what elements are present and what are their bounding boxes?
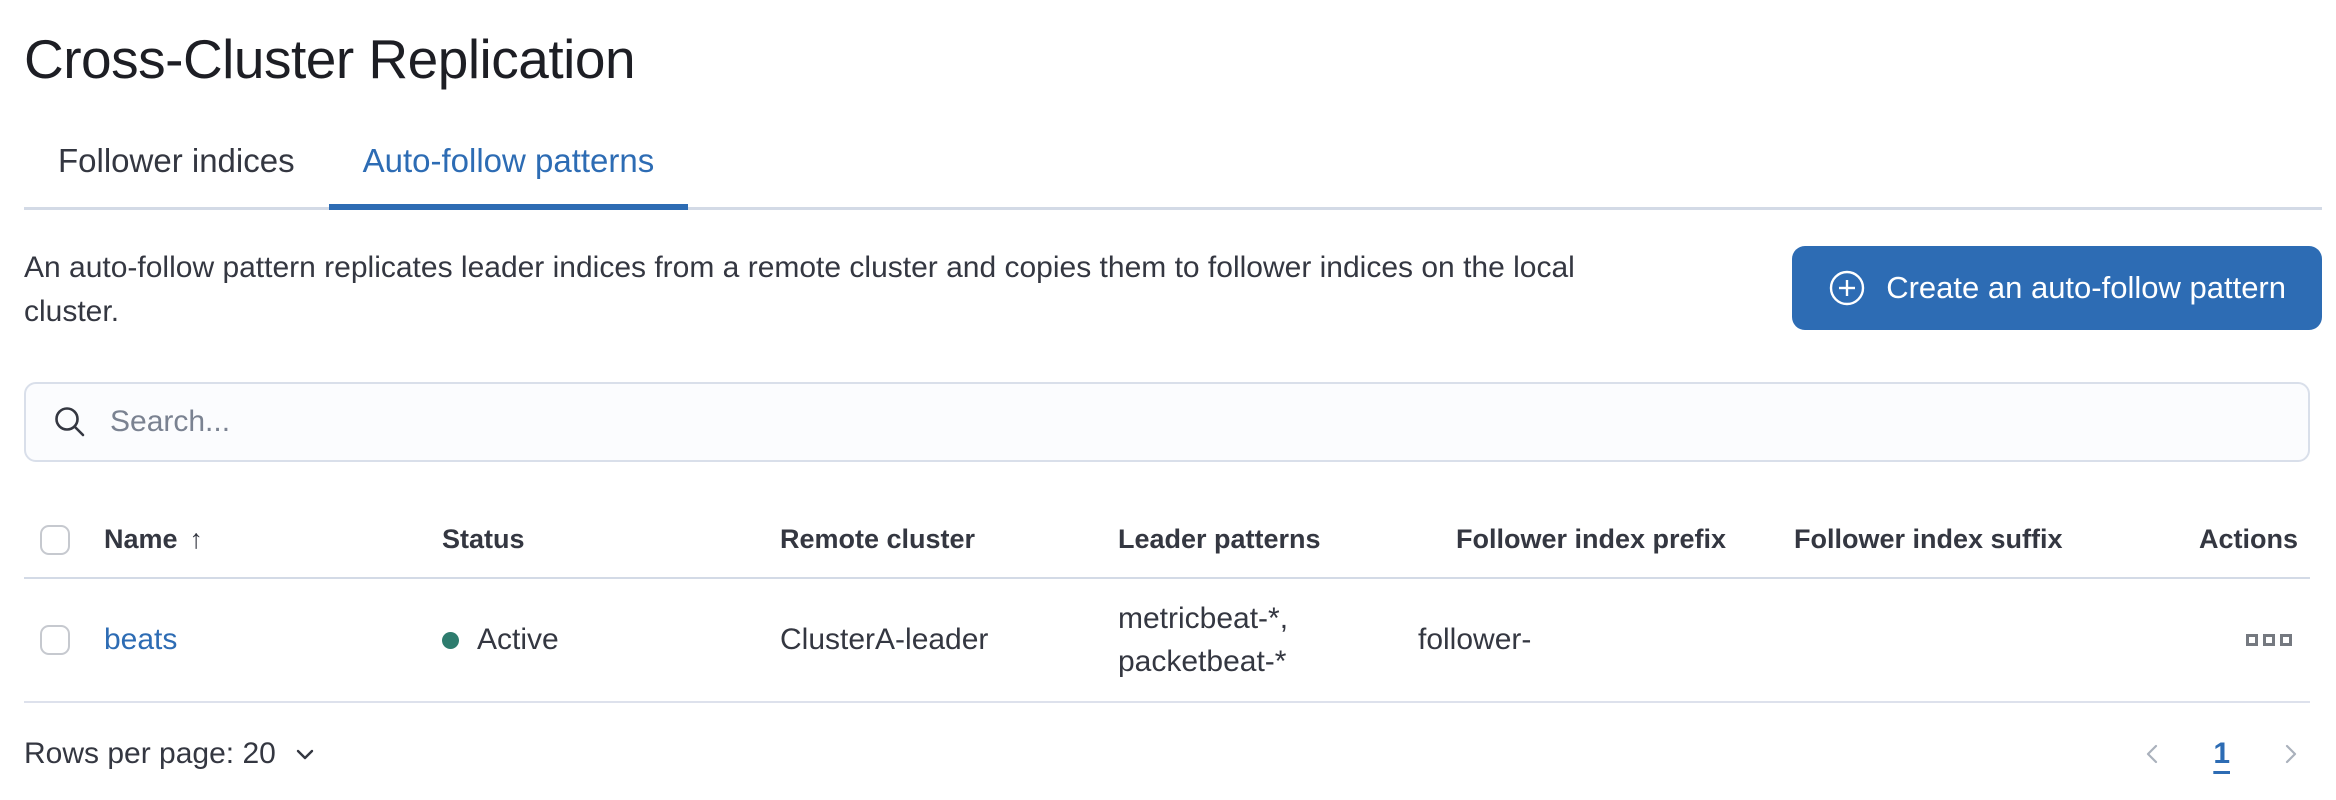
rows-per-page-label: Rows per page: 20 <box>24 737 276 770</box>
column-header-actions: Actions <box>2198 524 2298 554</box>
column-header-remote-cluster: Remote cluster <box>780 524 976 554</box>
column-header-name[interactable]: Name ↑ <box>104 524 442 555</box>
status-cell: Active <box>442 623 780 657</box>
select-row-checkbox[interactable] <box>40 625 70 655</box>
tab-follower-indices[interactable]: Follower indices <box>58 142 295 179</box>
next-page-button[interactable] <box>2276 740 2304 768</box>
row-actions-button[interactable] <box>2240 628 2298 652</box>
table-footer: Rows per page: 20 1 <box>24 737 2310 771</box>
pagination: 1 <box>2139 737 2310 771</box>
column-header-follower-index-suffix: Follower index suffix <box>1794 524 2063 554</box>
select-all-checkbox[interactable] <box>40 524 70 555</box>
column-header-status: Status <box>442 524 525 554</box>
leader-patterns-cell: metricbeat-*, packetbeat-* <box>1118 602 1289 678</box>
page-title: Cross-Cluster Replication <box>24 28 636 90</box>
status-active-dot-icon <box>442 631 459 649</box>
status-label: Active <box>477 623 559 656</box>
pattern-name-link[interactable]: beats <box>104 623 178 656</box>
description-text: An auto-follow pattern replicates leader… <box>24 251 1575 328</box>
chevron-left-icon <box>2147 744 2158 764</box>
name-cell: beats <box>104 623 442 657</box>
chevron-down-icon <box>296 749 314 760</box>
column-header-name-label: Name <box>104 524 178 554</box>
row-checkbox-cell <box>24 625 104 655</box>
search-input[interactable] <box>110 405 2282 439</box>
sort-ascending-icon: ↑ <box>189 524 204 554</box>
table-row: beats Active ClusterA-leader metricbeat-… <box>24 579 2310 703</box>
actions-cell <box>2094 628 2310 652</box>
create-auto-follow-pattern-button[interactable]: Create an auto-follow pattern <box>1792 246 2322 330</box>
create-button-label: Create an auto-follow pattern <box>1886 270 2286 305</box>
intro-row: An auto-follow pattern replicates leader… <box>24 246 2322 334</box>
tabs-bar: Follower indices Auto-follow patterns <box>24 144 2322 210</box>
boxes-horizontal-icon <box>2246 634 2258 646</box>
previous-page-button[interactable] <box>2139 740 2167 768</box>
table-header-row: Name ↑ Status Remote cluster Leader patt… <box>24 512 2310 579</box>
search-icon <box>55 407 85 437</box>
cross-cluster-replication-page: Cross-Cluster Replication Follower indic… <box>24 28 2322 771</box>
chevron-right-icon <box>2285 744 2297 764</box>
auto-follow-patterns-table: Name ↑ Status Remote cluster Leader patt… <box>24 512 2310 703</box>
plus-in-circle-icon <box>1830 270 1865 306</box>
header-checkbox-cell <box>24 524 104 555</box>
column-header-follower-index-prefix: Follower index prefix <box>1456 524 1727 554</box>
remote-cluster-cell: ClusterA-leader <box>780 623 989 656</box>
follower-index-prefix-cell: follower- <box>1418 623 1532 656</box>
page-1-button[interactable]: 1 <box>2213 737 2230 770</box>
tab-auto-follow-patterns[interactable]: Auto-follow patterns <box>328 144 689 210</box>
column-header-leader-patterns: Leader patterns <box>1118 524 1321 554</box>
search-bar[interactable] <box>24 382 2310 462</box>
rows-per-page-button[interactable]: Rows per page: 20 <box>24 737 318 771</box>
